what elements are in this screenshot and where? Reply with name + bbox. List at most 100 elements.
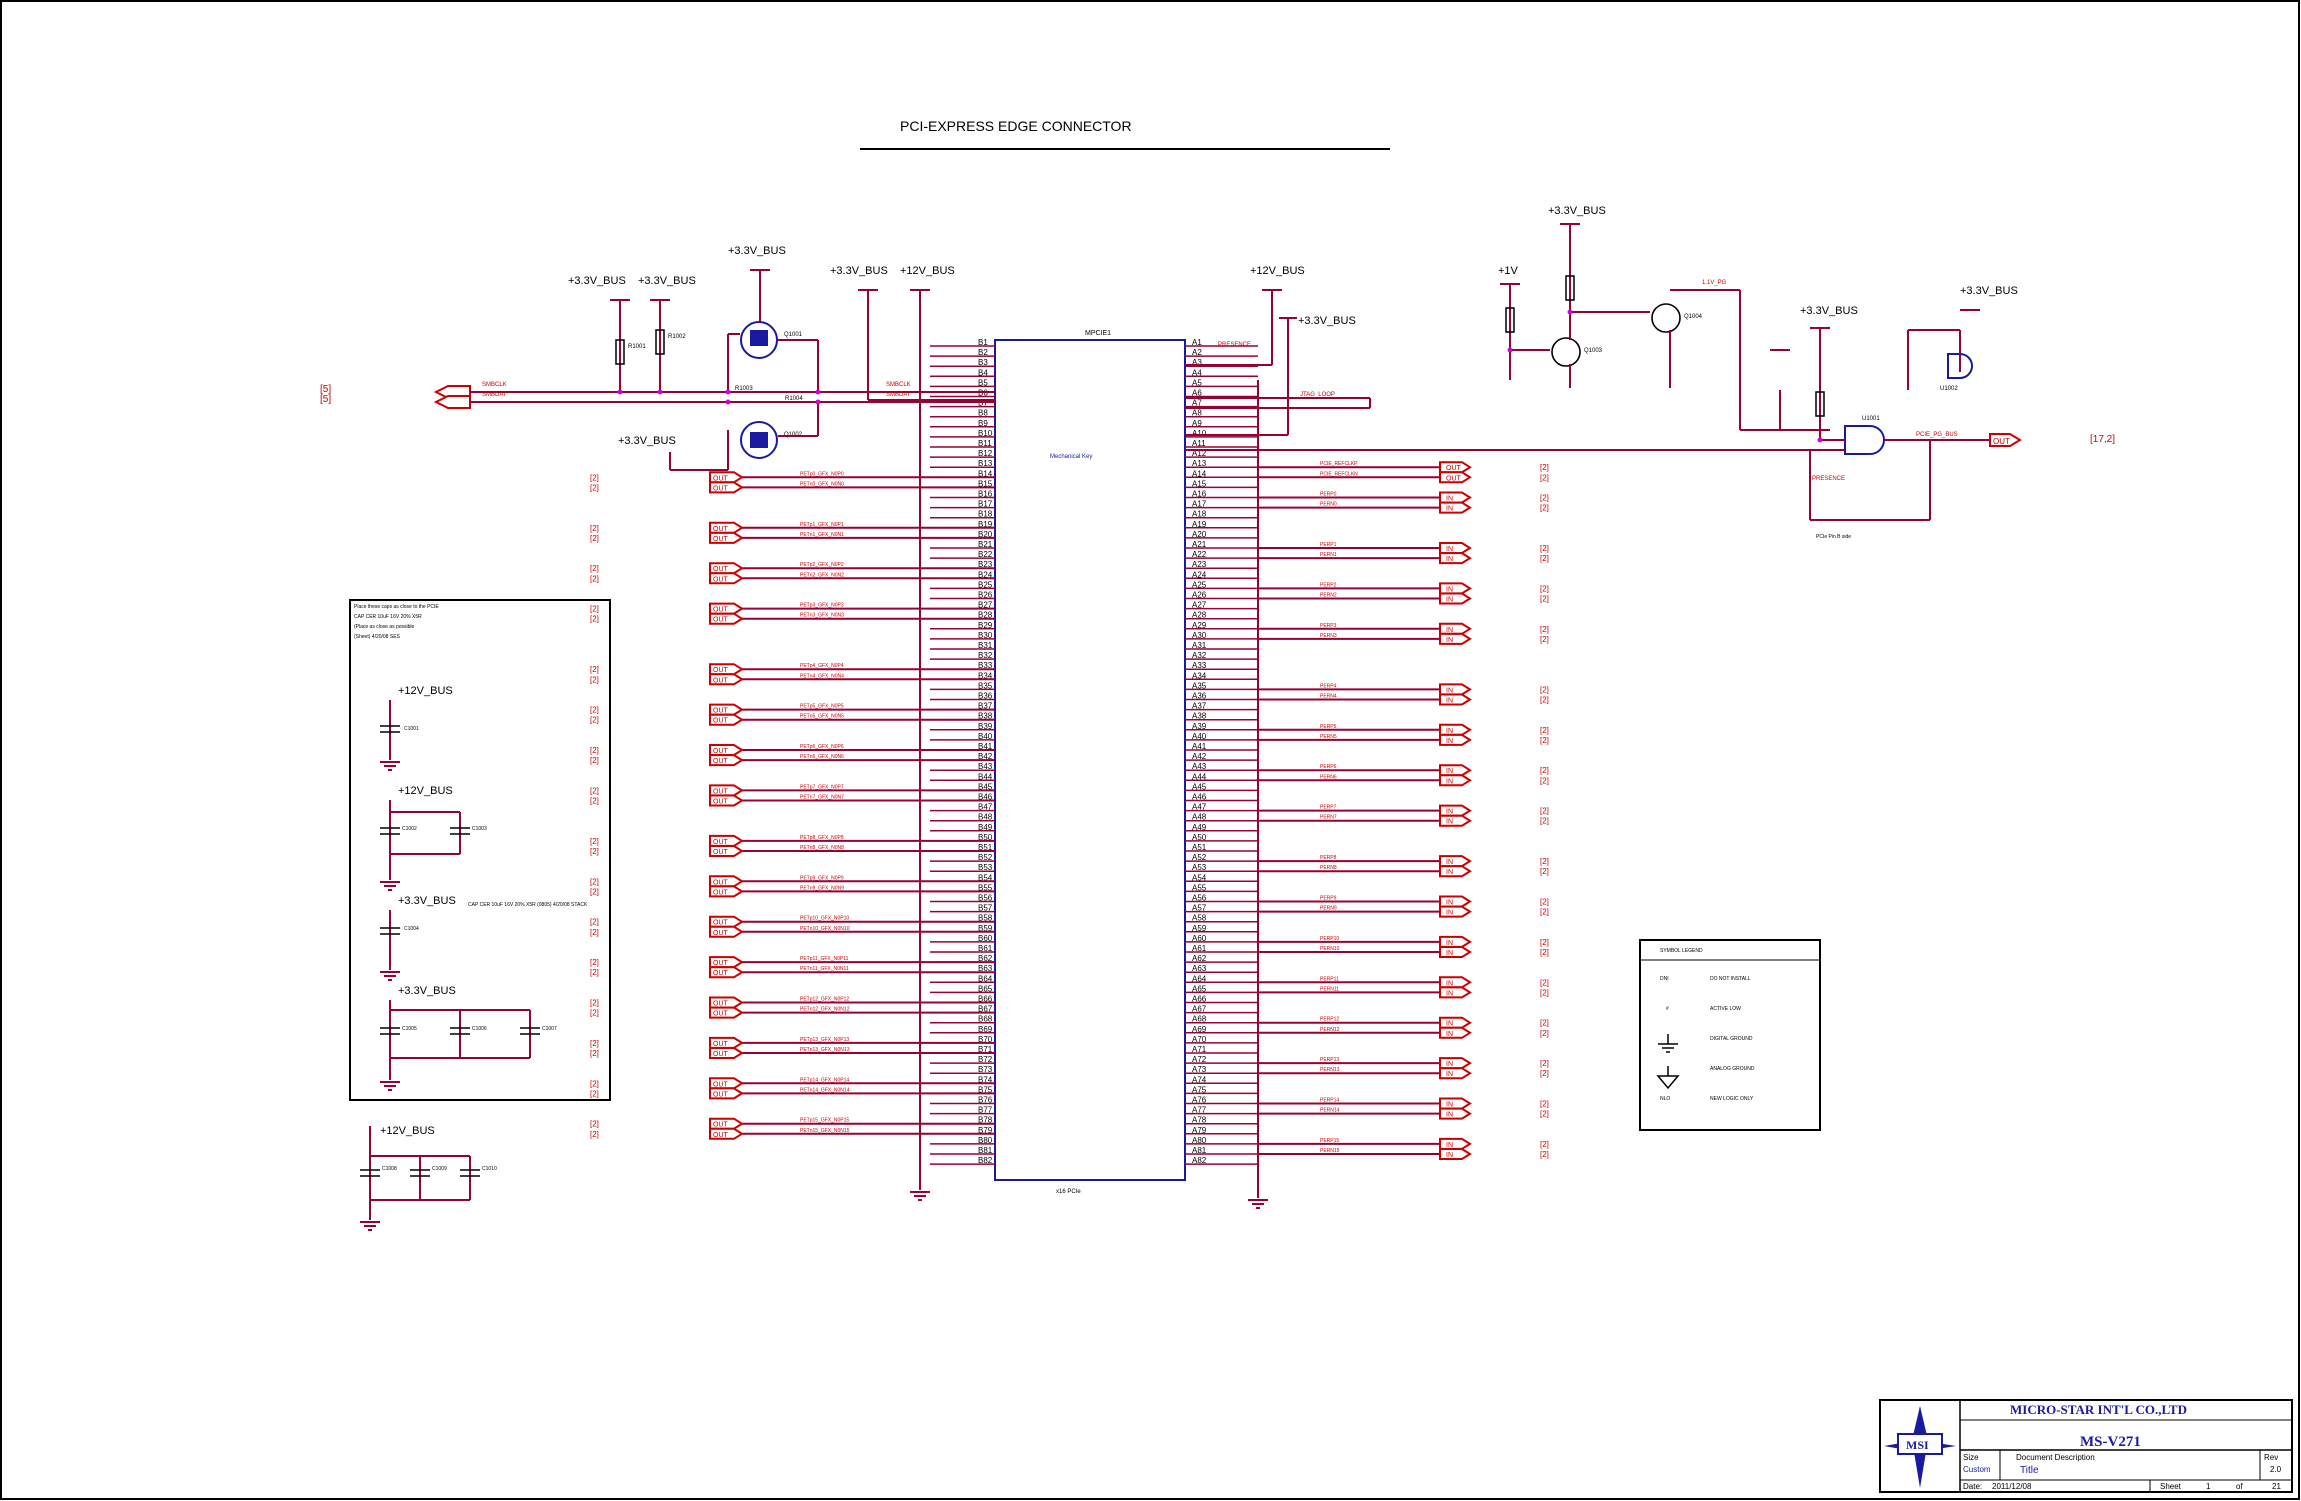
svg-text:NEW LOGIC ONLY: NEW LOGIC ONLY — [1710, 1096, 1754, 1102]
tx-net-label: PETp15_GFX_N0P15 — [800, 1118, 849, 1124]
power-rail-a-33v: +3.3V_BUS — [1185, 315, 1356, 436]
b-pin-number: B31 — [978, 641, 993, 650]
rx-net-label: PERN4 — [1320, 694, 1337, 700]
a-pin-number: A36 — [1192, 692, 1207, 701]
in-port — [1439, 1097, 1472, 1110]
rx-ref-tag: [2] — [1540, 1059, 1549, 1068]
rx-ref-tag: [2] — [1540, 978, 1549, 987]
rx-ref-tag: [2] — [1540, 1150, 1549, 1159]
rx-ref-tag: [2] — [1540, 473, 1549, 482]
b-pin-number: B17 — [978, 500, 993, 509]
tx-net-label: PETn14_GFX_N0N14 — [800, 1087, 850, 1093]
tx-ref-tag: [2] — [590, 837, 599, 846]
b-pin-number: B65 — [978, 984, 993, 993]
tx-net-label: PETn2_GFX_N0N2 — [800, 572, 844, 578]
rx-ref-tag: [2] — [1540, 857, 1549, 866]
a-pin-number: A1 — [1192, 338, 1202, 347]
out-port — [709, 481, 744, 494]
svg-text:R1001: R1001 — [628, 344, 646, 350]
b-pin-number: B9 — [978, 419, 988, 428]
a-pin-number: A62 — [1192, 954, 1207, 963]
svg-text:+12V_BUS: +12V_BUS — [1250, 265, 1305, 277]
tx-net-label: PETp0_GFX_N0P0 — [800, 471, 844, 477]
rx-net-label: PERN0 — [1320, 502, 1337, 508]
out-port-label: OUT — [713, 879, 729, 886]
svg-text:(Place as close as possible: (Place as close as possible — [354, 624, 415, 630]
in-port — [1439, 632, 1472, 645]
svg-text:OUT: OUT — [1993, 437, 2010, 446]
b-pin-number: B32 — [978, 651, 993, 660]
a-pin-number: A23 — [1192, 560, 1207, 569]
in-port — [1439, 986, 1472, 999]
svg-text:Date:: Date: — [1963, 1482, 1982, 1491]
svg-text:+12V_BUS: +12V_BUS — [398, 785, 453, 797]
a-pin-number: A21 — [1192, 540, 1207, 549]
b-pin-number: B8 — [978, 409, 988, 418]
rx-port-label: IN — [1446, 728, 1453, 735]
tx-ref-tag: [2] — [590, 999, 599, 1008]
rx-net-label: PERP15 — [1320, 1138, 1339, 1144]
a-pin-number: A46 — [1192, 793, 1207, 802]
b-pin-number: B28 — [978, 611, 993, 620]
tx-net-label: PETp10_GFX_N0P10 — [800, 916, 849, 922]
b-pin-number: B38 — [978, 712, 993, 721]
svg-text:R1004: R1004 — [785, 396, 803, 402]
rx-ref-tag: [2] — [1540, 554, 1549, 563]
a-pin-number: A48 — [1192, 813, 1207, 822]
in-port — [1439, 1026, 1472, 1039]
rx-port-label: IN — [1446, 768, 1453, 775]
out-port-label: OUT — [713, 1051, 729, 1058]
a-pin-number: A28 — [1192, 611, 1207, 620]
svg-text:CAP CER 10uF 16V 20% X5R: CAP CER 10uF 16V 20% X5R — [354, 614, 422, 620]
svg-text:U1002: U1002 — [1940, 386, 1958, 392]
a-pin-number: A59 — [1192, 924, 1207, 933]
a-pin-number: A13 — [1192, 459, 1207, 468]
svg-text:CAP CER 10uF 16V 20% X5R (0805: CAP CER 10uF 16V 20% X5R (0805) 4/20/08 … — [468, 902, 588, 908]
a-pin-number: A9 — [1192, 419, 1202, 428]
rx-port-label: IN — [1446, 1152, 1453, 1159]
a-pin-number: A41 — [1192, 742, 1207, 751]
out-port — [709, 744, 744, 756]
out-port — [709, 754, 744, 767]
out-port — [709, 784, 744, 797]
svg-text:+3.3V_BUS: +3.3V_BUS — [830, 265, 888, 277]
rx-net-label: PERN3 — [1320, 633, 1337, 639]
b-pin-number: B53 — [978, 863, 993, 872]
rx-port-label: IN — [1446, 627, 1453, 634]
a-pin-number: A56 — [1192, 894, 1207, 903]
rx-net-label: PCIE_REFCLKN — [1320, 471, 1358, 477]
b-pin-number: B75 — [978, 1085, 993, 1094]
out-port-label: OUT — [713, 708, 729, 715]
rx-port-label: IN — [1446, 496, 1453, 503]
out-port — [709, 845, 744, 857]
out-port — [709, 663, 744, 676]
rx-ref-tag: [2] — [1540, 1110, 1549, 1119]
a-pin-number: A12 — [1192, 449, 1207, 458]
b-pin-number: B47 — [978, 803, 993, 812]
b-pin-number: B60 — [978, 934, 993, 943]
a-pin-number: A11 — [1192, 439, 1206, 448]
rx-net-label: PERP0 — [1320, 492, 1337, 498]
rx-ref-tag: [2] — [1540, 685, 1549, 694]
rx-ref-tag: [2] — [1540, 595, 1549, 604]
out-port — [1439, 471, 1472, 484]
b-pin-number: B23 — [978, 560, 993, 569]
tx-ref-tag: [2] — [590, 675, 599, 684]
b-pin-number: B79 — [978, 1126, 993, 1135]
out-port — [709, 1127, 744, 1140]
b-pin-number: B57 — [978, 904, 993, 913]
svg-text:SMBDAT: SMBDAT — [886, 392, 911, 398]
a-pin-number: A37 — [1192, 702, 1207, 711]
b-pin-number: B62 — [978, 954, 993, 963]
tx-ref-tag: [2] — [590, 706, 599, 715]
a-pin-number: A19 — [1192, 520, 1207, 529]
b-pin-number: B10 — [978, 429, 993, 438]
rx-ref-tag: [2] — [1540, 776, 1549, 785]
a-pin-number: A77 — [1192, 1106, 1207, 1115]
rx-net-label: PERN6 — [1320, 774, 1337, 780]
b-pin-number: B81 — [978, 1146, 993, 1155]
a-pin-number: A73 — [1192, 1065, 1207, 1074]
svg-text:+3.3V_BUS: +3.3V_BUS — [1298, 315, 1356, 327]
a-pin-number: A14 — [1192, 469, 1207, 478]
out-port — [709, 1117, 744, 1130]
